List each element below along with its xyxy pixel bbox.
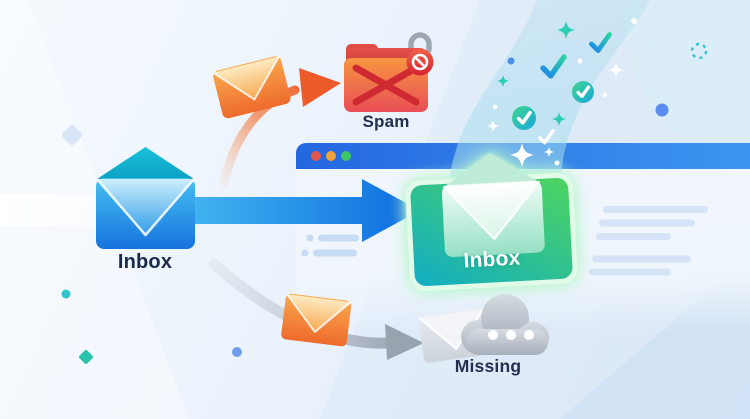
cloud-icon — [461, 294, 549, 355]
spam-folder-icon — [344, 44, 428, 112]
dot-decor-blue — [232, 347, 242, 357]
spam-x-icon — [352, 64, 420, 106]
ellipsis-icon — [488, 330, 534, 340]
traffic-light-green — [341, 151, 351, 161]
spam-envelope-icon — [212, 55, 291, 119]
traffic-light-yellow — [326, 151, 336, 161]
lock-icon — [408, 32, 432, 53]
burst-icon — [690, 42, 708, 60]
missing-envelope-icon — [281, 293, 352, 347]
missing-label: Missing — [454, 356, 522, 376]
dot-decor-blue-right — [655, 103, 669, 117]
dot-blue — [507, 57, 515, 65]
skeleton-list-right — [589, 206, 708, 276]
dot-decor-teal — [61, 289, 71, 299]
delivered-envelope-icon — [441, 152, 545, 258]
dot-white — [492, 104, 498, 110]
skeleton-list-left — [301, 234, 359, 257]
spam-arrowhead — [299, 68, 341, 107]
spam-label: Spam — [362, 112, 410, 131]
diamond-decor-blue — [61, 124, 83, 146]
bg-circle — [625, 0, 750, 165]
missing-branch — [208, 258, 549, 363]
spam-branch — [212, 32, 434, 191]
dot-white — [631, 18, 637, 24]
stream-checks-and-sparkles — [487, 18, 637, 167]
check-badge-icon — [572, 81, 594, 103]
source-inbox-label: Inbox — [117, 251, 173, 273]
dot-white — [602, 92, 608, 98]
blocked-badge-icon — [406, 48, 434, 76]
check-badge-icon — [512, 106, 536, 130]
traffic-light-red — [311, 151, 321, 161]
diamond-decor-teal — [79, 350, 93, 364]
missing-arrowhead — [385, 324, 424, 360]
dot-white — [577, 58, 583, 64]
success-card — [405, 152, 578, 291]
main-arrow — [150, 179, 420, 242]
source-envelope-icon — [96, 147, 195, 249]
dot-white — [554, 160, 560, 166]
